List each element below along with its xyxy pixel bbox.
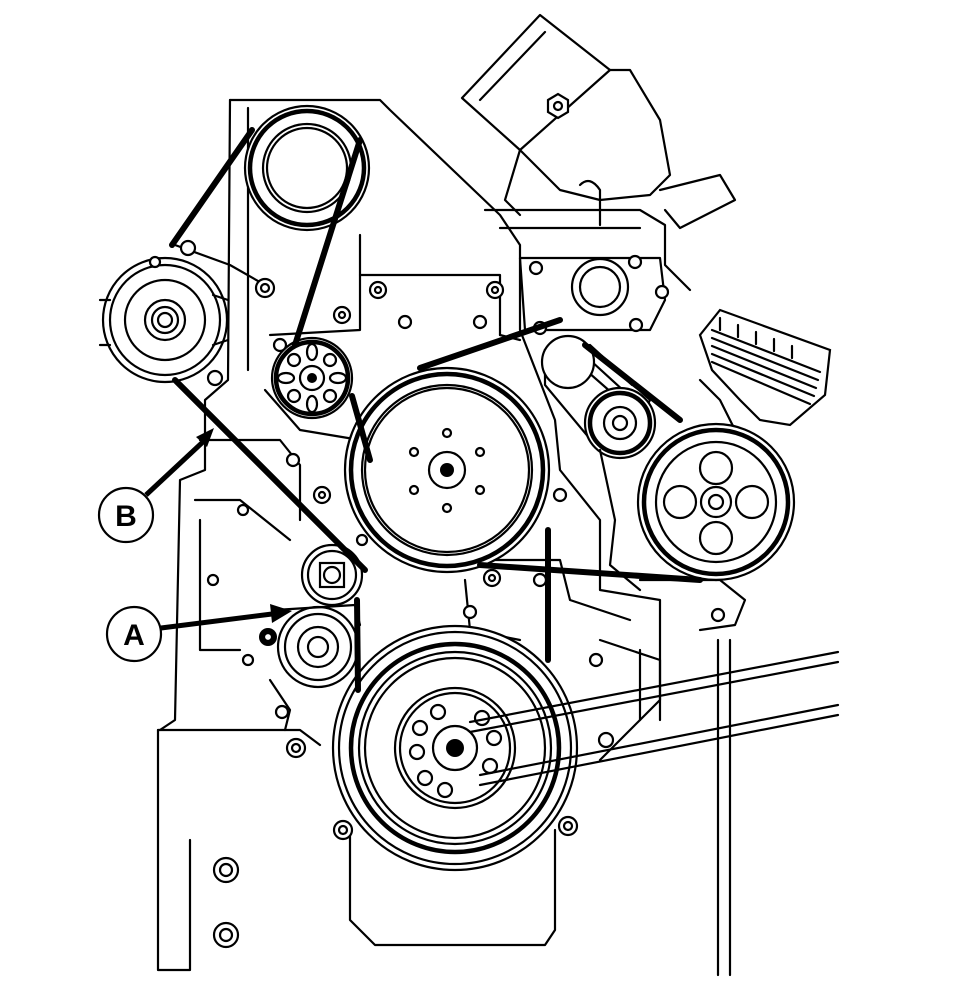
fan-drive-belts bbox=[468, 638, 840, 977]
belt-tensioner bbox=[540, 334, 657, 592]
callout-b: B bbox=[97, 428, 214, 544]
accessory-belt bbox=[417, 317, 703, 663]
water-pump-holes bbox=[276, 342, 348, 414]
callout-b-label: B bbox=[115, 500, 137, 533]
callout-a: A bbox=[105, 604, 292, 663]
alternator bbox=[98, 239, 276, 387]
oil-pan bbox=[348, 828, 557, 947]
bolts bbox=[206, 280, 615, 841]
fan-hub-bolt-holes bbox=[408, 427, 486, 514]
water-pump-pulley bbox=[270, 336, 354, 420]
crankshaft-pulley bbox=[331, 624, 579, 872]
compressor-pulley-holes bbox=[662, 450, 770, 556]
callout-a-label: A bbox=[123, 619, 145, 652]
crankshaft-pulley-holes bbox=[408, 703, 503, 799]
serpentine-belt-b bbox=[169, 127, 373, 693]
thermostat-housing bbox=[518, 254, 670, 336]
mounting-bracket bbox=[156, 728, 322, 972]
air-compressor bbox=[636, 308, 832, 632]
upper-idler-pulley bbox=[243, 104, 371, 232]
small-idler-pulley bbox=[300, 543, 364, 607]
engine-block-outline bbox=[158, 98, 662, 762]
fan-hub-pulley bbox=[343, 366, 551, 574]
turbocharger bbox=[460, 13, 737, 292]
idler-pulley-a bbox=[259, 603, 362, 732]
